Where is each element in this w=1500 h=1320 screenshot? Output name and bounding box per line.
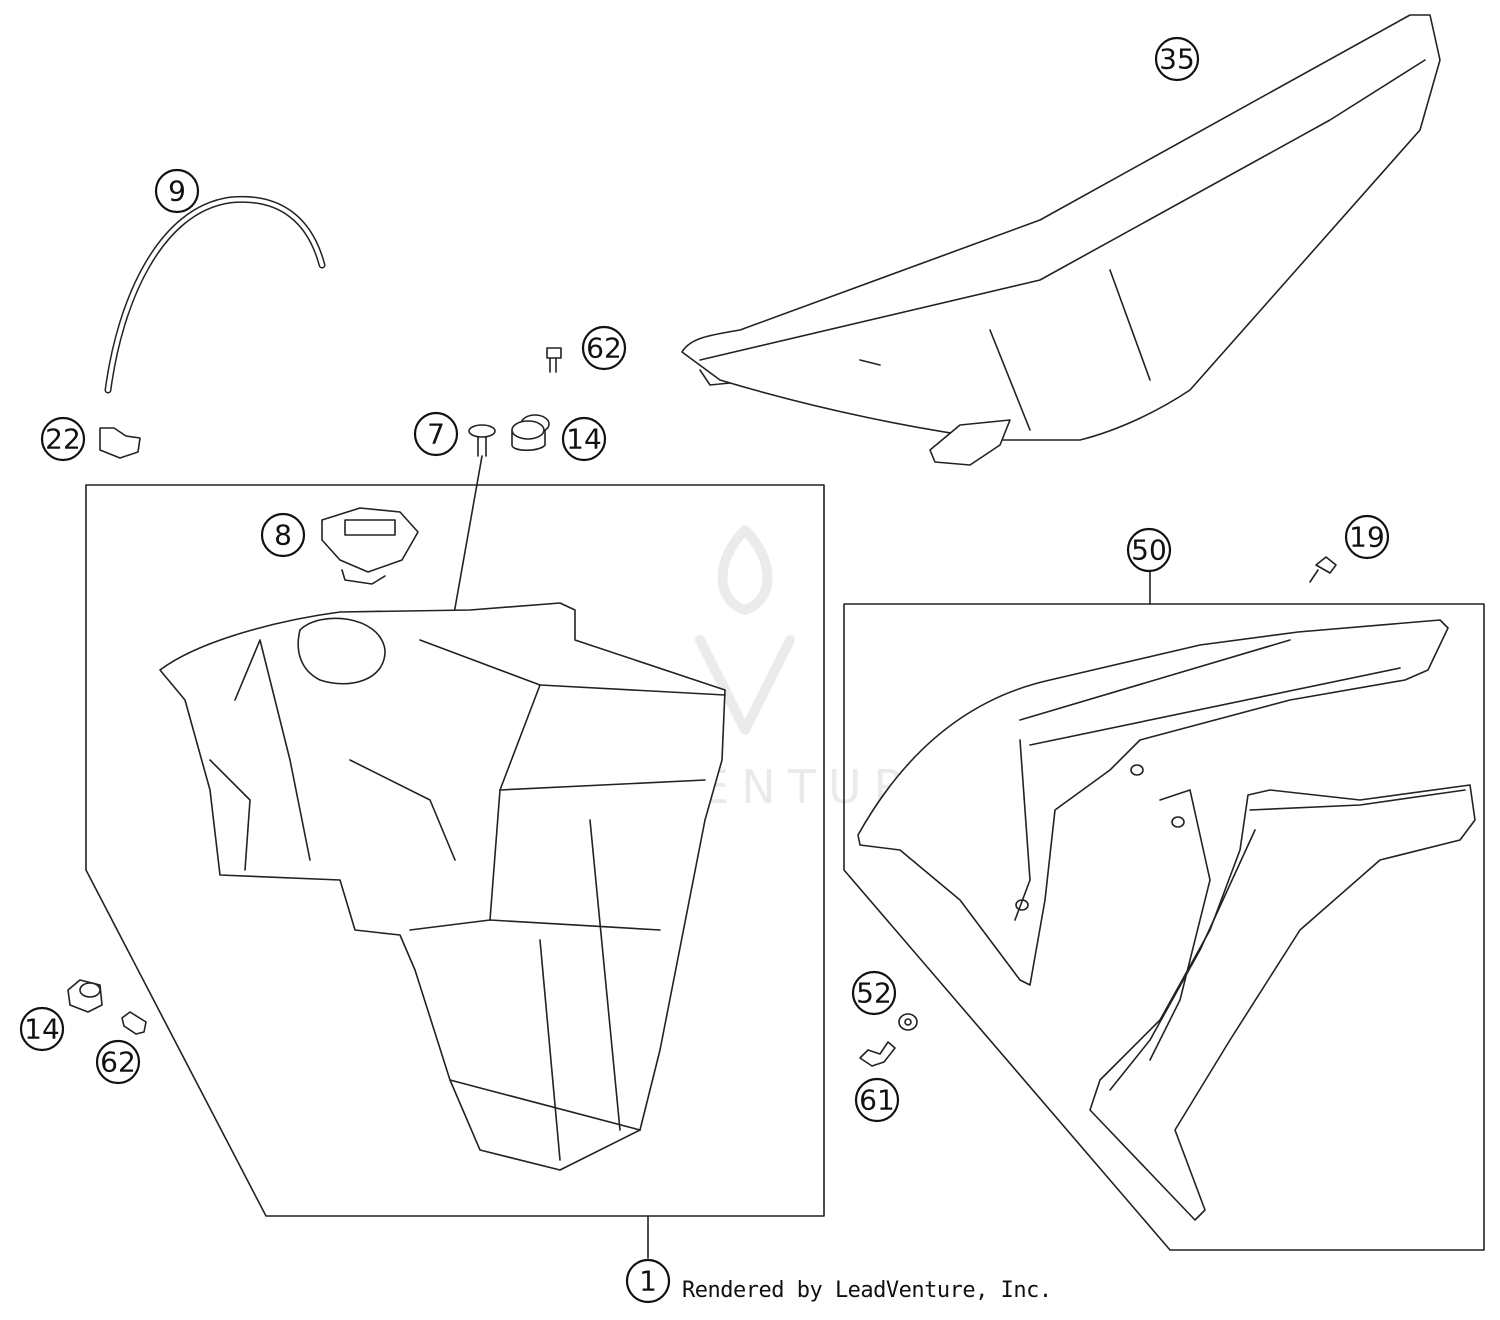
callout-62-top-label: 62 [586,332,622,365]
callout-7: 7 [413,411,459,457]
washer-part [898,1013,918,1031]
callout-14-top: 14 [561,416,607,462]
callout-52: 52 [851,970,897,1016]
callout-9-label: 9 [168,175,186,208]
callout-22-label: 22 [45,423,81,456]
callout-62-top: 62 [581,325,627,371]
watermark-logo [695,525,795,735]
callout-61-label: 61 [859,1084,895,1117]
tank-group-frame [85,484,825,1217]
fuel-tank-part [159,602,726,1171]
callout-19: 19 [1344,514,1390,560]
callout-14-bottom: 14 [19,1006,65,1052]
callout-52-label: 52 [856,977,892,1010]
callout-62-bottom: 62 [95,1039,141,1085]
bolt-61-part [859,1041,896,1067]
callout-14-top-label: 14 [566,423,602,456]
spoiler-right-part [1089,784,1476,1221]
spoiler-group-frame [843,603,1485,1251]
callout-7-label: 7 [427,418,445,451]
bolt-19-part [1309,556,1337,583]
bolt-top-part [546,347,562,373]
screw-part [468,424,496,457]
callout-1: 1 [625,1258,671,1304]
leader-7 [451,455,483,626]
callout-35-label: 35 [1159,43,1195,76]
elbow-fitting-part [99,427,141,459]
callout-14-bottom-label: 14 [24,1013,60,1046]
callout-19-label: 19 [1349,521,1385,554]
callout-9: 9 [154,168,200,214]
callout-8-label: 8 [274,519,292,552]
bushing-bottom-part [67,979,103,1013]
callout-35: 35 [1154,36,1200,82]
bushing-top-part [511,414,550,452]
callout-62-bottom-label: 62 [100,1046,136,1079]
callout-22: 22 [40,416,86,462]
credit-text: Rendered by LeadVenture, Inc. [682,1278,1052,1303]
callout-61: 61 [854,1077,900,1123]
spoiler-left-part [857,619,1449,986]
hose-part [104,195,326,394]
fuel-cap-part [321,507,419,585]
bolt-bottom-left-part [121,1011,147,1035]
callout-50: 50 [1126,527,1172,573]
callout-8: 8 [260,512,306,558]
callout-50-label: 50 [1131,534,1167,567]
seat-part [681,14,1441,466]
callout-1-label: 1 [639,1265,657,1298]
